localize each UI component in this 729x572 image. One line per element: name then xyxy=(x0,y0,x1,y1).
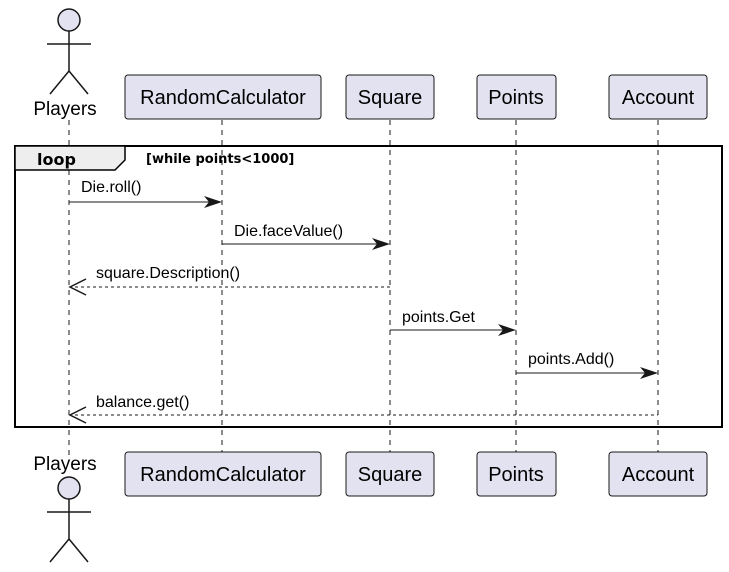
loop-condition: [while points<1000] xyxy=(146,152,294,167)
participant-label: RandomCalculator xyxy=(140,464,306,486)
message-points-get: points.Get xyxy=(390,309,516,336)
actor-leg-left xyxy=(49,70,70,95)
message-label: Die.faceValue() xyxy=(234,223,343,240)
actor-players-bottom xyxy=(47,476,91,563)
message-points-add: points.Add() xyxy=(516,351,658,379)
actor-leg-right xyxy=(68,538,89,563)
participant-account-top: Account xyxy=(608,74,708,120)
loop-keyword: loop xyxy=(37,150,76,169)
actor-label-players-top: Players xyxy=(33,99,96,120)
participant-label: Account xyxy=(622,87,695,109)
message-square-description: square.Description() xyxy=(68,265,390,296)
arrowhead xyxy=(68,278,87,296)
participant-label: Points xyxy=(488,87,544,109)
loop-fragment: loop [while points<1000] xyxy=(14,145,723,428)
message-label: points.Get xyxy=(402,309,475,326)
actor-leg-right xyxy=(68,70,89,95)
participant-label: Account xyxy=(622,464,695,486)
arrowhead xyxy=(68,406,87,424)
message-balance-get: balance.get() xyxy=(68,394,658,424)
participant-points-bottom: Points xyxy=(476,451,557,497)
actor-label-players-bottom: Players xyxy=(33,454,96,475)
participant-label: Square xyxy=(358,87,423,109)
participant-label: Square xyxy=(358,464,423,486)
message-die-facevalue: Die.faceValue() xyxy=(222,223,390,250)
arrowhead xyxy=(204,196,222,208)
arrowhead xyxy=(640,367,658,379)
actor-head xyxy=(57,476,81,500)
arrowhead xyxy=(498,324,516,336)
participant-label: Points xyxy=(488,464,544,486)
participant-points-top: Points xyxy=(476,74,557,120)
message-label: balance.get() xyxy=(96,394,189,411)
messages: Die.roll() Die.faceValue() square.Descri… xyxy=(68,179,658,424)
participant-randomcalculator-top: RandomCalculator xyxy=(124,74,322,120)
participant-square-top: Square xyxy=(345,74,435,120)
participant-square-bottom: Square xyxy=(345,451,435,497)
message-label: Die.roll() xyxy=(81,179,141,196)
arrowhead xyxy=(372,238,390,250)
loop-frame xyxy=(14,145,723,428)
message-label: square.Description() xyxy=(96,265,240,282)
participant-randomcalculator-bottom: RandomCalculator xyxy=(124,451,322,497)
actor-head xyxy=(57,8,81,32)
message-die-roll: Die.roll() xyxy=(69,179,222,208)
actor-players-top xyxy=(47,8,91,95)
loop-tab xyxy=(14,145,126,171)
participant-account-bottom: Account xyxy=(608,451,708,497)
actor-leg-left xyxy=(49,538,70,563)
participant-label: RandomCalculator xyxy=(140,87,306,109)
message-label: points.Add() xyxy=(528,351,614,368)
